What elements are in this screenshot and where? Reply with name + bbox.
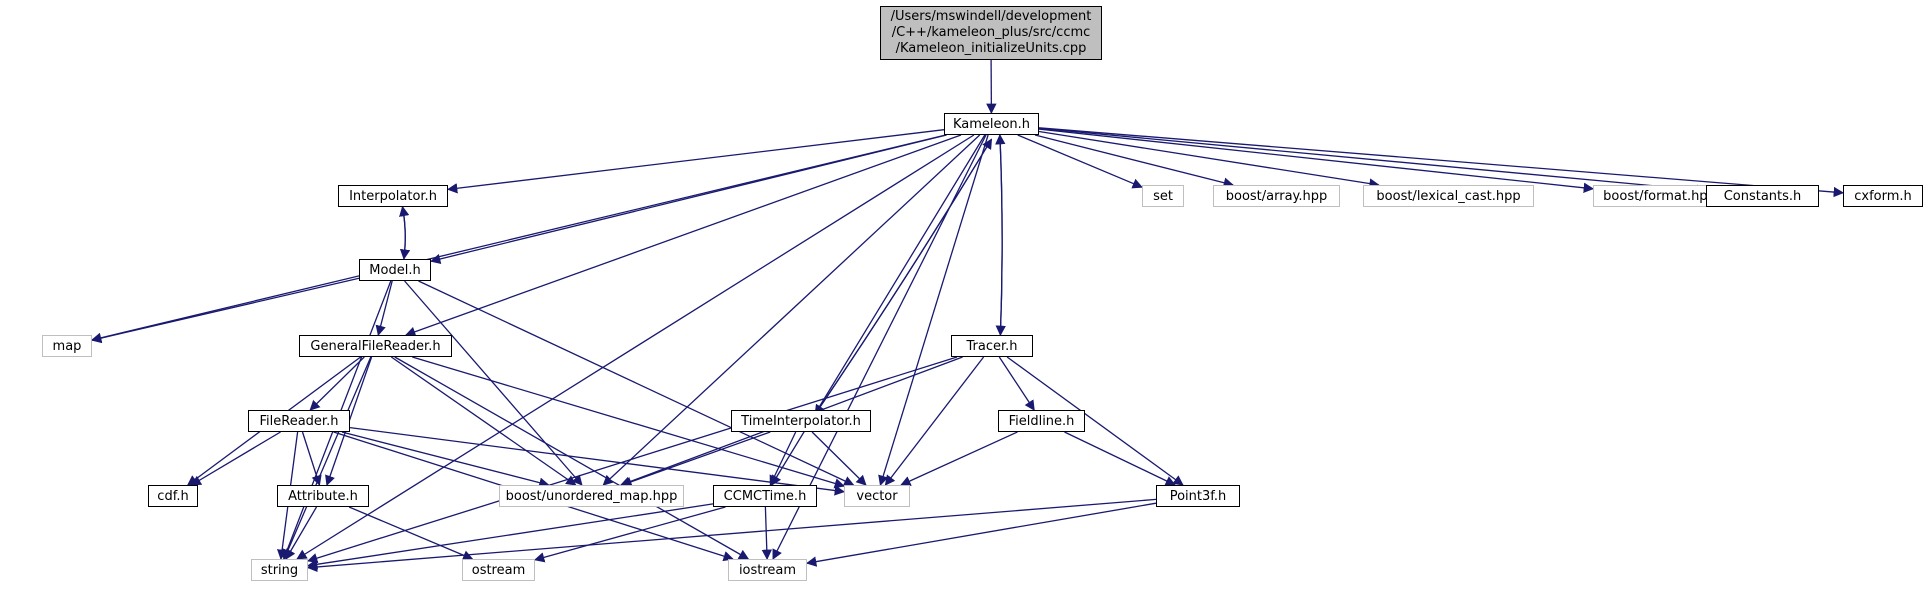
edge-attribute-to-ostream	[348, 506, 474, 561]
file-reader-h-node[interactable]: FileReader.h	[248, 410, 350, 432]
edge-timeinterp-to-vector	[811, 431, 867, 486]
boost-lexical-cast-node: boost/lexical_cast.hpp	[1363, 185, 1534, 207]
edge-attribute-to-string	[285, 506, 318, 560]
root-file-node[interactable]: /Users/mswindell/development/C++/kameleo…	[880, 6, 1102, 60]
edge-ccmctime-to-iostream	[761, 506, 773, 561]
edge-point3f-to-string	[306, 498, 1157, 573]
edge-kameleon-to-format	[1038, 128, 1595, 193]
interpolator-h-node[interactable]: Interpolator.h	[338, 185, 448, 207]
time-interpolator-h-node[interactable]: TimeInterpolator.h	[731, 410, 871, 432]
edge-fieldline-to-vector	[900, 431, 1018, 486]
edge-model-to-gfr	[375, 280, 393, 337]
cdf-h-node[interactable]: cdf.h	[148, 485, 198, 507]
edge-ccmctime-to-string	[306, 503, 714, 570]
ostream-node: ostream	[462, 559, 535, 581]
edge-timeinterp-to-umap	[621, 431, 771, 487]
boost-format-node: boost/format.hpp	[1593, 185, 1726, 207]
edge-tracer-to-point3f	[1006, 356, 1184, 486]
edge-kameleon-to-constants	[1038, 127, 1708, 196]
edge-tracer-to-kameleon	[995, 133, 1006, 336]
edge-filereader-to-vector	[349, 426, 846, 496]
iostream-node: iostream	[728, 559, 807, 581]
constants-h-node[interactable]: Constants.h	[1706, 185, 1819, 207]
edge-kameleon-to-ccmctime	[771, 134, 986, 486]
edge-ccmctime-to-ostream	[533, 506, 726, 563]
edge-kameleon-to-gfr	[405, 134, 962, 337]
set-node: set	[1142, 185, 1184, 207]
edge-kameleon-to-set	[1017, 134, 1143, 189]
edge-point3f-to-iostream	[805, 502, 1157, 567]
edge-timeinterp-to-kameleon	[814, 138, 993, 415]
root-file-label: /Users/mswindell/development/C++/kameleo…	[891, 9, 1092, 57]
edge-kameleon-to-array	[1034, 134, 1235, 188]
edge-filereader-to-umap	[341, 431, 550, 488]
model-h-node[interactable]: Model.h	[359, 259, 431, 281]
kameleon-h-node[interactable]: Kameleon.h	[944, 113, 1039, 135]
edge-kameleon-to-lexical	[1038, 130, 1380, 189]
attribute-h-node[interactable]: Attribute.h	[277, 485, 369, 507]
edge-gfr-to-string	[283, 356, 372, 560]
edge-kameleon-to-timeinterp	[814, 138, 993, 416]
edge-gfr-to-iostream	[394, 356, 750, 560]
edge-filereader-to-cdf	[190, 431, 281, 486]
edge-tracer-to-string	[307, 356, 958, 564]
edge-kameleon-to-vector	[878, 134, 989, 486]
edge-tracer-to-vector	[884, 356, 985, 486]
point3f-h-node[interactable]: Point3f.h	[1156, 485, 1240, 507]
edge-timeinterp-to-ccmctime	[769, 431, 797, 486]
edges-layer	[90, 59, 1845, 573]
edge-kameleon-to-umap	[602, 134, 981, 486]
tracer-h-node[interactable]: Tracer.h	[951, 335, 1033, 357]
edge-gfr-to-filereader	[309, 356, 365, 411]
boost-array-node: boost/array.hpp	[1213, 185, 1340, 207]
ccmc-time-h-node[interactable]: CCMCTime.h	[713, 485, 817, 507]
edge-kameleon-to-string	[296, 134, 975, 560]
edge-model-to-map	[90, 277, 360, 344]
edge-kameleon-to-cxform	[1038, 127, 1845, 198]
map-node: map	[42, 335, 92, 357]
edge-kameleon-to-interpolator	[446, 129, 945, 194]
edge-model-to-umap	[404, 280, 583, 486]
vector-node: vector	[844, 485, 910, 507]
edge-filereader-to-attribute	[301, 431, 322, 486]
boost-unordered-map-node: boost/unordered_map.hpp	[499, 485, 684, 507]
root-file-label-line: /Users/mswindell/development	[890, 9, 1092, 24]
edge-model-to-interpolator	[399, 205, 410, 259]
root-file-label-line: /C++/kameleon_plus/src/ccmc	[891, 25, 1091, 40]
edge-tracer-to-fieldline	[998, 356, 1035, 411]
edge-gfr-to-umap	[390, 356, 577, 486]
general-file-reader-h-node[interactable]: GeneralFileReader.h	[299, 335, 452, 357]
fieldline-h-node[interactable]: Fieldline.h	[998, 410, 1085, 432]
cxform-h-node[interactable]: cxform.h	[1843, 185, 1923, 207]
edge-gfr-to-vector	[412, 356, 845, 489]
edge-kameleon-to-map	[90, 134, 946, 343]
root-file-label-line: /Kameleon_initializeUnits.cpp	[895, 41, 1087, 56]
string-node: string	[251, 559, 308, 581]
edge-model-to-vector	[418, 280, 855, 486]
edge-fieldline-to-point3f	[1064, 431, 1176, 486]
